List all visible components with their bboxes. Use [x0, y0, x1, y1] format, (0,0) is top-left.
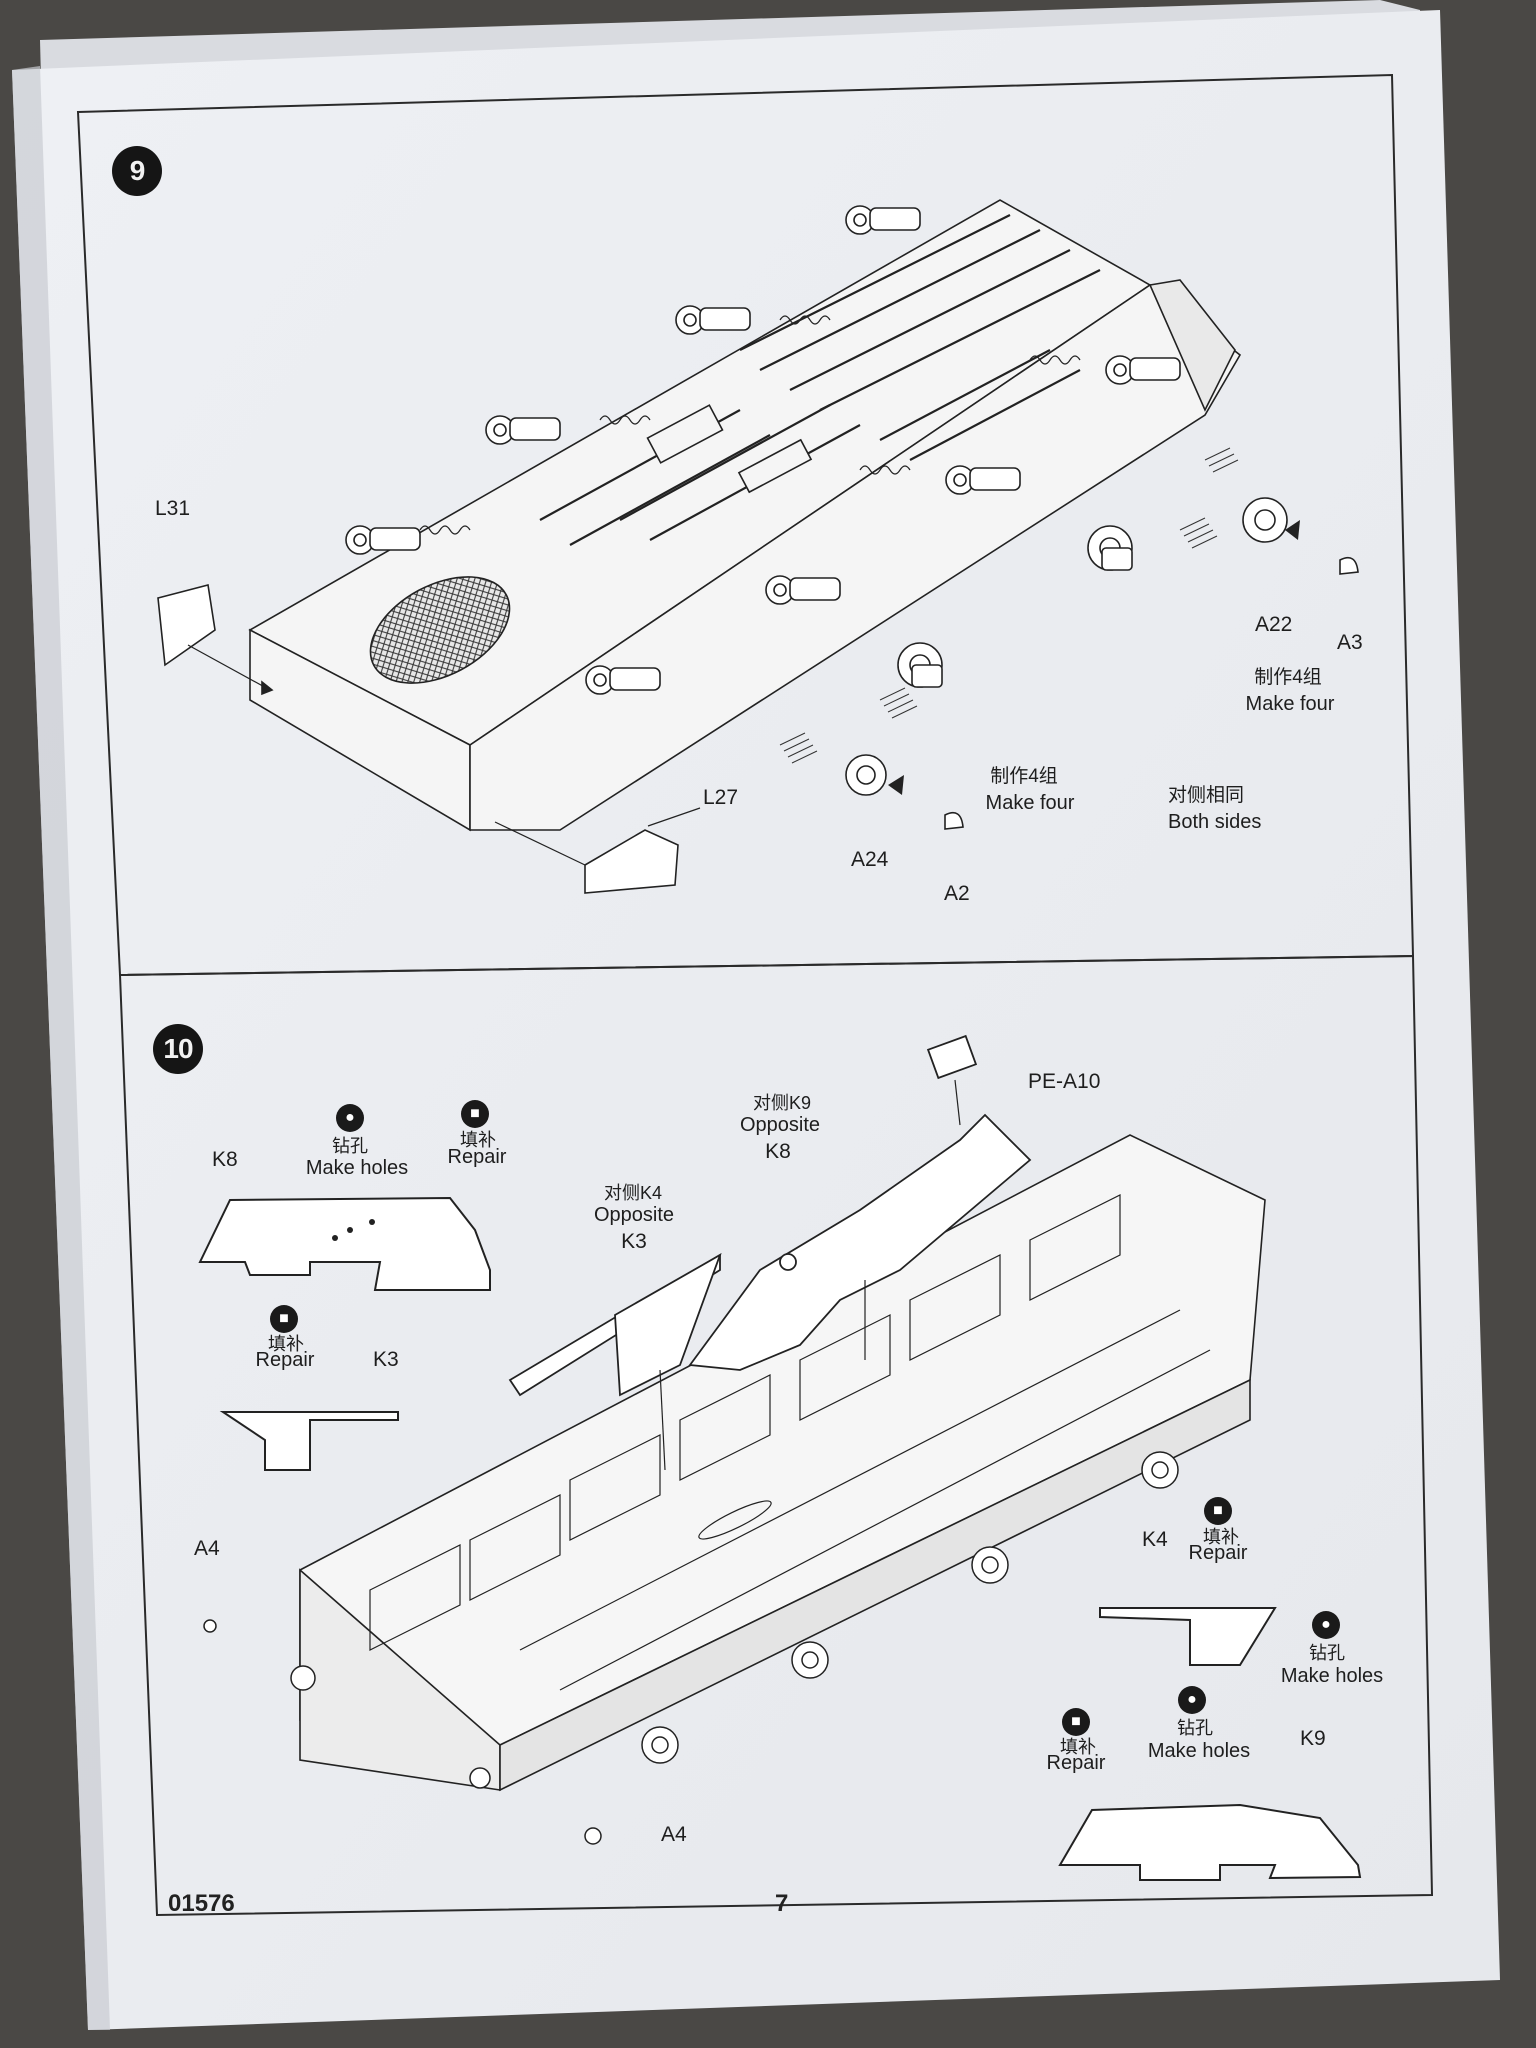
- make-four-lower-cn: 制作4组: [990, 766, 1058, 787]
- drill-icon: ●: [336, 1104, 364, 1132]
- opposite-k4-part: K3: [621, 1230, 647, 1253]
- kit-code: 01576: [168, 1890, 235, 1917]
- k8-detail-drawing: [198, 1196, 491, 1291]
- k3-repair-en: Repair: [255, 1349, 315, 1371]
- label-a4-bottom: A4: [661, 1823, 687, 1846]
- both-sides-en: Both sides: [1168, 811, 1262, 833]
- drill-icon: ●: [1178, 1686, 1206, 1714]
- k4-repair-en: Repair: [1188, 1542, 1248, 1564]
- make-four-upper-en: Make four: [1245, 693, 1335, 715]
- make-four-upper-cn: 制作4组: [1254, 667, 1322, 688]
- opposite-k9-en: Opposite: [739, 1114, 821, 1136]
- step-10-badge: 10: [153, 1024, 203, 1074]
- hatch-arrows: [779, 447, 1239, 764]
- k9-holes-cn: 钻孔: [1177, 1718, 1213, 1738]
- part-l27-drawing: [494, 807, 701, 894]
- label-a2: A2: [944, 882, 970, 905]
- paper-sheet: [12, 10, 1500, 2030]
- repair-icon: ■: [1204, 1497, 1232, 1525]
- k8-repair-en: Repair: [447, 1146, 507, 1168]
- k9-detail-label: K9: [1300, 1727, 1326, 1750]
- label-pe-a10: PE-A10: [1028, 1070, 1101, 1093]
- k4-repair-cn: 填补: [1203, 1527, 1239, 1547]
- opposite-k9-part: K8: [765, 1140, 791, 1163]
- label-a3: A3: [1337, 631, 1363, 654]
- step-9-hull-drawing: [248, 199, 1242, 832]
- k4-holes-en: Make holes: [1280, 1665, 1384, 1687]
- label-a22: A22: [1255, 613, 1293, 636]
- label-a4-top: A4: [194, 1537, 220, 1560]
- k9-repair-cn: 填补: [1060, 1737, 1096, 1757]
- k8-detail-label: K8: [212, 1148, 238, 1171]
- k3-detail-drawing: [219, 1411, 399, 1471]
- k9-detail-drawing: [1058, 1803, 1362, 1881]
- k8-holes-en: Make holes: [305, 1157, 409, 1179]
- drill-icon: ●: [1312, 1611, 1340, 1639]
- k9-holes-en: Make holes: [1147, 1740, 1251, 1762]
- wheel-hubs-step10: [203, 1451, 1179, 1845]
- k9-repair-en: Repair: [1046, 1752, 1106, 1774]
- repair-icon: ■: [1062, 1708, 1090, 1736]
- label-l27: L27: [703, 786, 739, 809]
- part-l31-drawing: [157, 584, 274, 696]
- k4-detail-drawing: [1099, 1607, 1277, 1666]
- both-sides-cn: 对侧相同: [1168, 785, 1245, 806]
- k4-detail-label: K4: [1142, 1528, 1168, 1551]
- page-number: 7: [775, 1890, 789, 1917]
- label-l31: L31: [155, 497, 191, 520]
- opposite-k4-cn: 对侧K4: [603, 1183, 663, 1203]
- label-a24: A24: [851, 848, 889, 871]
- step-10-frame: [118, 954, 1434, 1917]
- k3-repair-cn: 填补: [268, 1334, 304, 1354]
- step-10-side-panels: [508, 1034, 1032, 1471]
- step-10-hull-drawing: [299, 1134, 1266, 1792]
- opposite-k9-cn: 对侧K9: [752, 1093, 812, 1113]
- repair-icon: ■: [461, 1100, 489, 1128]
- wheel-hubs-step9: [845, 497, 1359, 830]
- k8-repair-cn: 填补: [460, 1130, 496, 1150]
- repair-icon: ■: [270, 1305, 298, 1333]
- step-9-badge: 9: [112, 146, 162, 196]
- k8-holes-cn: 钻孔: [332, 1136, 368, 1156]
- make-four-lower-en: Make four: [985, 792, 1075, 814]
- k4-holes-cn: 钻孔: [1309, 1643, 1345, 1663]
- opposite-k4-en: Opposite: [593, 1204, 675, 1226]
- k3-detail-label: K3: [373, 1348, 399, 1371]
